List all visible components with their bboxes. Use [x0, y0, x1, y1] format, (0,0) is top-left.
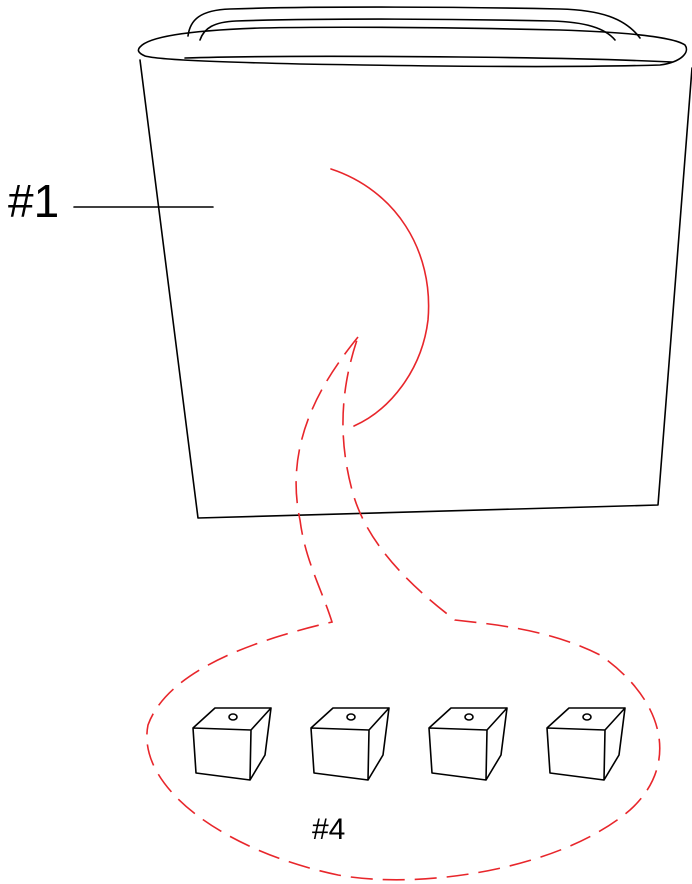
cube-outline	[310, 707, 390, 781]
rim-back-edge	[184, 55, 673, 63]
small-part-cube	[310, 707, 390, 781]
label-main-part: #1	[8, 175, 60, 227]
box-rim	[137, 6, 688, 68]
cube-hole	[582, 713, 592, 721]
cube-outline	[192, 707, 272, 781]
small-part-cube	[192, 707, 272, 781]
small-part-cube	[428, 707, 508, 781]
rim-handle-outer	[187, 6, 641, 39]
cube-hole	[228, 713, 238, 721]
rim-lid	[137, 26, 688, 68]
small-part-cube	[546, 707, 626, 781]
box-body	[139, 59, 692, 519]
cube-outline	[428, 707, 508, 781]
cube-hole	[346, 713, 356, 721]
callout-arc	[330, 168, 430, 427]
small-parts	[192, 707, 626, 781]
callout-balloon	[146, 336, 661, 881]
cube-outline	[546, 707, 626, 781]
cube-hole	[464, 713, 474, 721]
label-small-parts: #4	[312, 813, 346, 846]
rim-handle-inner	[199, 18, 616, 41]
